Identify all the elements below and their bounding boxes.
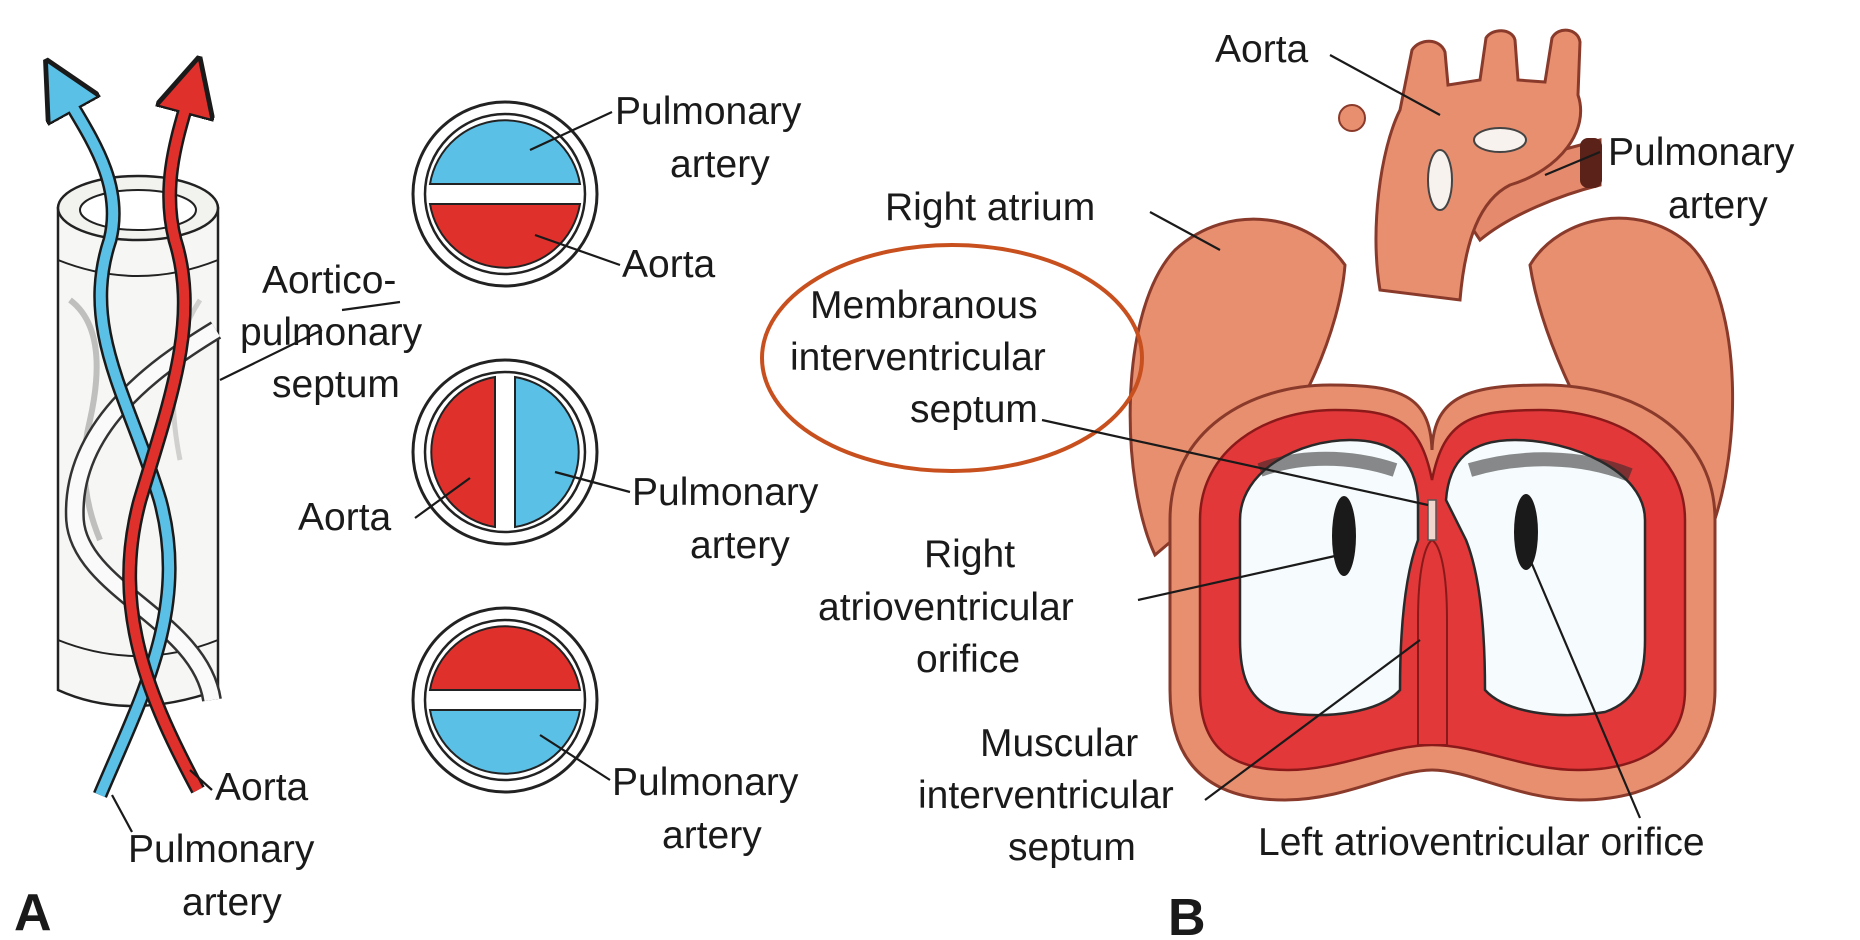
label-right-av-line2: atrioventricular <box>818 586 1074 629</box>
label-membranous-line1: Membranous <box>810 284 1038 327</box>
label-aorticopulmonary-line2: pulmonary <box>240 311 423 354</box>
label-cs3-pulmonary-line2: artery <box>662 814 762 857</box>
label-heart-pulmonary-line1: Pulmonary <box>1608 131 1795 174</box>
panel-b-letter: B <box>1168 889 1206 940</box>
label-left-av: Left atrioventricular orifice <box>1258 821 1705 864</box>
label-cs3-pulmonary-line1: Pulmonary <box>612 761 799 804</box>
label-membranous-line2: interventricular <box>790 336 1046 379</box>
label-heart-pulmonary-line2: artery <box>1668 184 1768 227</box>
label-tube-aorta: Aorta <box>215 766 309 809</box>
label-cs2-pulmonary-line2: artery <box>690 524 790 567</box>
label-cs2-aorta: Aorta <box>298 496 392 539</box>
panel-a-letter: A <box>14 884 52 940</box>
label-cs1-pulmonary-line1: Pulmonary <box>615 90 802 133</box>
label-tube-pulmonary-line2: artery <box>182 881 282 924</box>
label-muscular-line1: Muscular <box>980 722 1138 765</box>
label-heart-aorta: Aorta <box>1215 28 1309 71</box>
label-cs2-pulmonary-line1: Pulmonary <box>632 471 819 514</box>
label-right-av-line1: Right <box>924 533 1015 576</box>
label-aorticopulmonary-line3: septum <box>272 363 400 406</box>
label-muscular-line3: septum <box>1008 826 1136 869</box>
label-muscular-line2: interventricular <box>918 774 1174 817</box>
label-tube-pulmonary-line1: Pulmonary <box>128 828 315 871</box>
label-right-atrium: Right atrium <box>885 186 1095 229</box>
label-right-av-line3: orifice <box>916 638 1020 681</box>
label-aorticopulmonary-line1: Aortico- <box>262 259 396 302</box>
label-cs1-aorta: Aorta <box>622 243 716 286</box>
cross-section-lower <box>413 608 597 792</box>
label-cs1-pulmonary-line2: artery <box>670 143 770 186</box>
cross-section-upper <box>413 102 597 286</box>
cross-section-middle <box>413 360 597 544</box>
label-membranous-line3: septum <box>910 388 1038 431</box>
